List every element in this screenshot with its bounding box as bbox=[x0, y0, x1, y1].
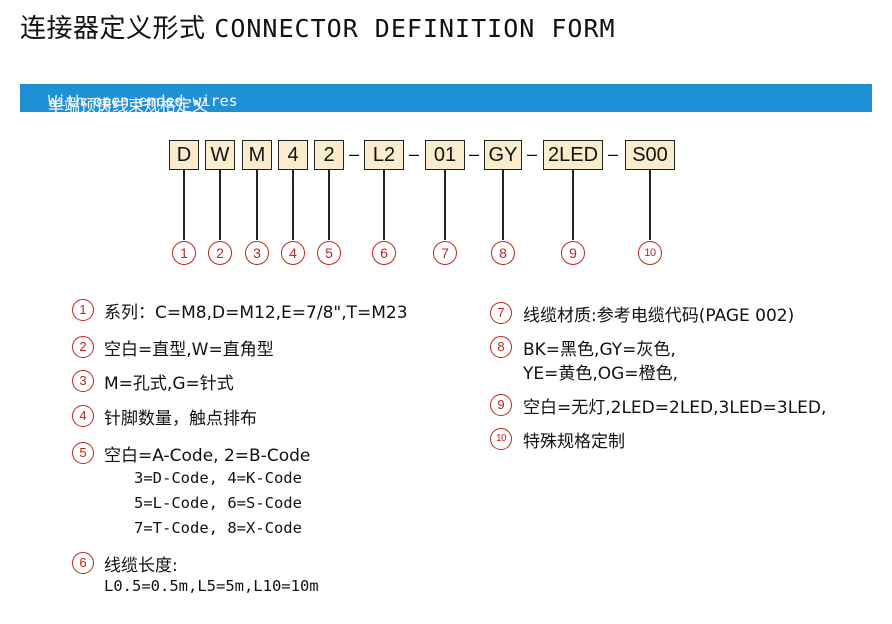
leader-line-8 bbox=[502, 170, 504, 240]
code-box-5: 2 bbox=[314, 140, 344, 170]
def-marker-10: 10 bbox=[490, 428, 512, 450]
leader-line-2 bbox=[219, 170, 221, 240]
page-title: 连接器定义形式 CONNECTOR DEFINITION FORM bbox=[20, 8, 616, 45]
marker-3: 3 bbox=[245, 241, 269, 265]
marker-10: 10 bbox=[638, 241, 662, 265]
code-box-1: D bbox=[169, 140, 199, 170]
section-banner-en: With open ended wires bbox=[48, 92, 238, 110]
code-dash-1: – bbox=[348, 144, 359, 164]
def-5-line-2: 3=D-Code, 4=K-Code bbox=[134, 469, 302, 487]
def-1-line-1: 系列：C=M8,D=M12,E=7/8",T=M23 bbox=[104, 303, 408, 323]
code-box-10: S00 bbox=[625, 140, 675, 170]
def-marker-5: 5 bbox=[72, 442, 94, 464]
page-title-en: CONNECTOR DEFINITION FORM bbox=[214, 14, 616, 43]
leader-line-7 bbox=[444, 170, 446, 240]
section-banner: 单端预铸线束规格定义 With open ended wires bbox=[20, 84, 872, 115]
def-marker-4: 4 bbox=[72, 405, 94, 427]
leader-line-3 bbox=[256, 170, 258, 240]
marker-9: 9 bbox=[561, 241, 585, 265]
marker-8: 8 bbox=[491, 241, 515, 265]
def-marker-7: 7 bbox=[490, 302, 512, 324]
def-5-line-1: 空白=A-Code, 2=B-Code bbox=[104, 446, 311, 466]
def-9-line-1: 空白=无灯,2LED=2LED,3LED=3LED, bbox=[523, 398, 827, 418]
leader-line-9 bbox=[572, 170, 574, 240]
code-dash-5: – bbox=[607, 144, 618, 164]
leader-line-10 bbox=[649, 170, 651, 240]
def-marker-3: 3 bbox=[72, 370, 94, 392]
def-5-line-4: 7=T-Code, 8=X-Code bbox=[134, 519, 302, 537]
marker-2: 2 bbox=[208, 241, 232, 265]
code-dash-3: – bbox=[468, 144, 479, 164]
code-dash-2: – bbox=[408, 144, 419, 164]
def-marker-2: 2 bbox=[72, 336, 94, 358]
marker-4: 4 bbox=[281, 241, 305, 265]
def-marker-1: 1 bbox=[72, 299, 94, 321]
def-8-line-1: BK=黑色,GY=灰色, bbox=[523, 340, 676, 360]
code-box-4: 4 bbox=[278, 140, 308, 170]
marker-7: 7 bbox=[433, 241, 457, 265]
def-8-line-2: YE=黄色,OG=橙色, bbox=[523, 364, 678, 384]
leader-line-4 bbox=[292, 170, 294, 240]
leader-line-1 bbox=[183, 170, 185, 240]
def-marker-8: 8 bbox=[490, 336, 512, 358]
code-dash-4: – bbox=[526, 144, 537, 164]
def-6-line-2: L0.5=0.5m,L5=5m,L10=10m bbox=[104, 577, 319, 595]
def-10-line-1: 特殊规格定制 bbox=[523, 432, 625, 452]
def-marker-6: 6 bbox=[72, 552, 94, 574]
code-box-9: 2LED bbox=[543, 140, 603, 170]
code-box-6: L2 bbox=[364, 140, 404, 170]
code-box-7: 01 bbox=[425, 140, 465, 170]
def-5-line-3: 5=L-Code, 6=S-Code bbox=[134, 494, 302, 512]
def-2-line-1: 空白=直型,W=直角型 bbox=[104, 340, 274, 360]
def-6-line-1: 线缆长度: bbox=[104, 556, 178, 576]
marker-5: 5 bbox=[317, 241, 341, 265]
def-4-line-1: 针脚数量，触点排布 bbox=[104, 409, 257, 429]
marker-1: 1 bbox=[172, 241, 196, 265]
def-7-line-1: 线缆材质:参考电缆代码(PAGE 002) bbox=[523, 306, 795, 326]
section-banner-cn: 单端预铸线束规格定义 bbox=[48, 96, 209, 115]
def-marker-9: 9 bbox=[490, 394, 512, 416]
marker-6: 6 bbox=[372, 241, 396, 265]
code-box-2: W bbox=[205, 140, 235, 170]
def-3-line-1: M=孔式,G=针式 bbox=[104, 374, 234, 394]
code-box-3: M bbox=[242, 140, 272, 170]
code-box-8: GY bbox=[484, 140, 522, 170]
leader-line-5 bbox=[328, 170, 330, 240]
leader-line-6 bbox=[383, 170, 385, 240]
page-title-cn: 连接器定义形式 bbox=[20, 14, 206, 44]
